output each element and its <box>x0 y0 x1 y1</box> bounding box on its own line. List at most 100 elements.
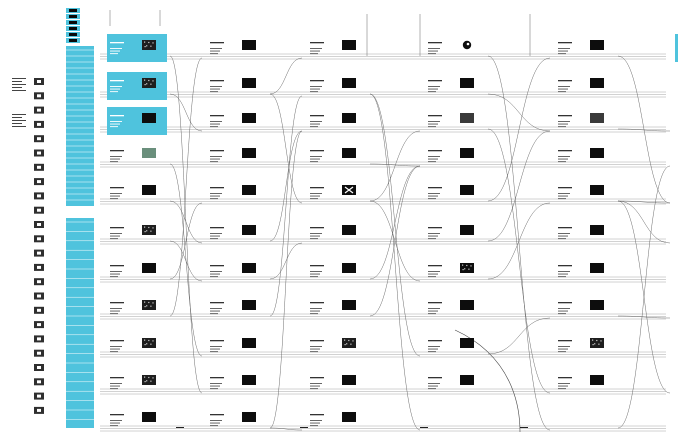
card-title-line <box>210 227 224 229</box>
card-text-line <box>210 235 220 237</box>
card-title-line <box>558 115 572 117</box>
card-text-line <box>558 308 570 309</box>
diagram-card <box>558 338 604 353</box>
thumbnail-detail <box>344 344 346 346</box>
card-text-line <box>558 388 566 390</box>
card-text-line <box>310 88 320 90</box>
card-thumbnail <box>142 300 156 310</box>
card-text-line <box>210 53 218 55</box>
card-text-line <box>428 273 438 275</box>
connection-curve <box>169 202 203 280</box>
card-thumbnail <box>242 375 256 385</box>
card-text-line <box>558 161 566 163</box>
thumbnail-detail <box>592 344 594 346</box>
diagram-card <box>310 185 356 200</box>
card-text-line <box>558 53 566 55</box>
card-text-line <box>210 123 220 125</box>
sidebar-glyph-cut <box>37 308 41 312</box>
sidebar-glyph-cut <box>37 351 41 355</box>
card-text-line <box>210 271 222 272</box>
card-title-line <box>558 227 572 229</box>
thumbnail-detail <box>146 45 148 47</box>
legend-text-line <box>12 81 22 82</box>
thumbnail-detail <box>144 339 146 341</box>
card-title-line <box>110 115 124 117</box>
card-text-line <box>558 238 566 240</box>
connection-curve <box>169 163 203 357</box>
diagram-card <box>210 412 256 427</box>
connection-curve <box>454 329 521 433</box>
diagram-card <box>428 40 472 55</box>
diagram-card <box>428 300 474 315</box>
sidebar-glyph-cut <box>37 108 41 112</box>
card-text-line <box>310 126 318 128</box>
card-text-line <box>110 48 122 49</box>
card-title-line <box>558 377 572 379</box>
diagram-card <box>310 78 356 93</box>
card-title-line <box>310 377 324 379</box>
sidebar-glyph-cut <box>37 323 41 327</box>
card-text-line <box>428 161 436 163</box>
card-text-line <box>558 310 568 312</box>
diagram-card <box>310 263 356 278</box>
sidebar-glyph-cut <box>37 265 41 269</box>
sidebar-tile-glyph <box>69 15 77 18</box>
sidebar-glyph-cut <box>37 223 41 226</box>
footer-mark <box>420 427 428 428</box>
card-text-line <box>428 195 438 197</box>
diagram-card <box>210 263 256 278</box>
thumbnail-detail <box>144 231 146 233</box>
card-text-line <box>110 193 122 194</box>
thumbnail-detail <box>144 84 146 86</box>
card-thumbnail <box>590 185 604 195</box>
card-thumbnail <box>342 263 356 273</box>
sidebar-glyph-cut <box>37 80 41 83</box>
card-text-line <box>558 91 566 93</box>
card-text-line <box>110 425 118 427</box>
card-title-line <box>110 340 124 342</box>
card-title-line <box>428 115 442 117</box>
thumbnail-detail <box>144 301 146 303</box>
card-text-line <box>428 121 440 122</box>
card-title-line <box>310 302 324 304</box>
card-text-line <box>310 50 320 52</box>
card-text-line <box>310 425 318 427</box>
card-thumbnail <box>142 412 156 422</box>
card-thumbnail <box>590 113 604 123</box>
card-title-line <box>110 414 124 416</box>
card-text-line <box>110 420 122 421</box>
thumbnail-detail <box>144 381 146 383</box>
card-text-line <box>110 88 120 90</box>
sidebar-panel-bottom <box>66 218 94 428</box>
card-title-line <box>310 340 324 342</box>
connection-curve <box>617 200 671 244</box>
sidebar-glyph-cut <box>37 180 41 184</box>
diagram-card <box>428 375 474 390</box>
diagram-card <box>210 185 256 200</box>
diagram-card <box>210 40 256 55</box>
diagram-card <box>558 148 604 163</box>
thumbnail-detail <box>596 339 598 342</box>
card-thumbnail <box>342 225 356 235</box>
sidebar-glyph-cut <box>37 280 41 284</box>
card-text-line <box>558 273 568 275</box>
card-text-line <box>428 233 440 234</box>
connection-curve <box>369 93 421 431</box>
legend-text-line <box>12 90 26 91</box>
card-thumbnail <box>242 300 256 310</box>
card-title-line <box>110 377 124 379</box>
card-title-line <box>428 377 442 379</box>
sidebar-glyph-cut <box>37 294 41 298</box>
card-thumbnail <box>342 375 356 385</box>
card-text-line <box>558 88 568 90</box>
connection-curve <box>269 130 303 242</box>
thumbnail-detail <box>148 226 150 229</box>
card-thumbnail <box>242 185 256 195</box>
card-text-line <box>210 383 222 384</box>
card-thumbnail <box>342 338 356 348</box>
card-thumbnail <box>242 40 256 50</box>
legend-text-line <box>12 126 26 127</box>
thumbnail-detail <box>144 46 146 48</box>
connection-curve <box>487 57 551 202</box>
card-text-line <box>428 308 440 309</box>
